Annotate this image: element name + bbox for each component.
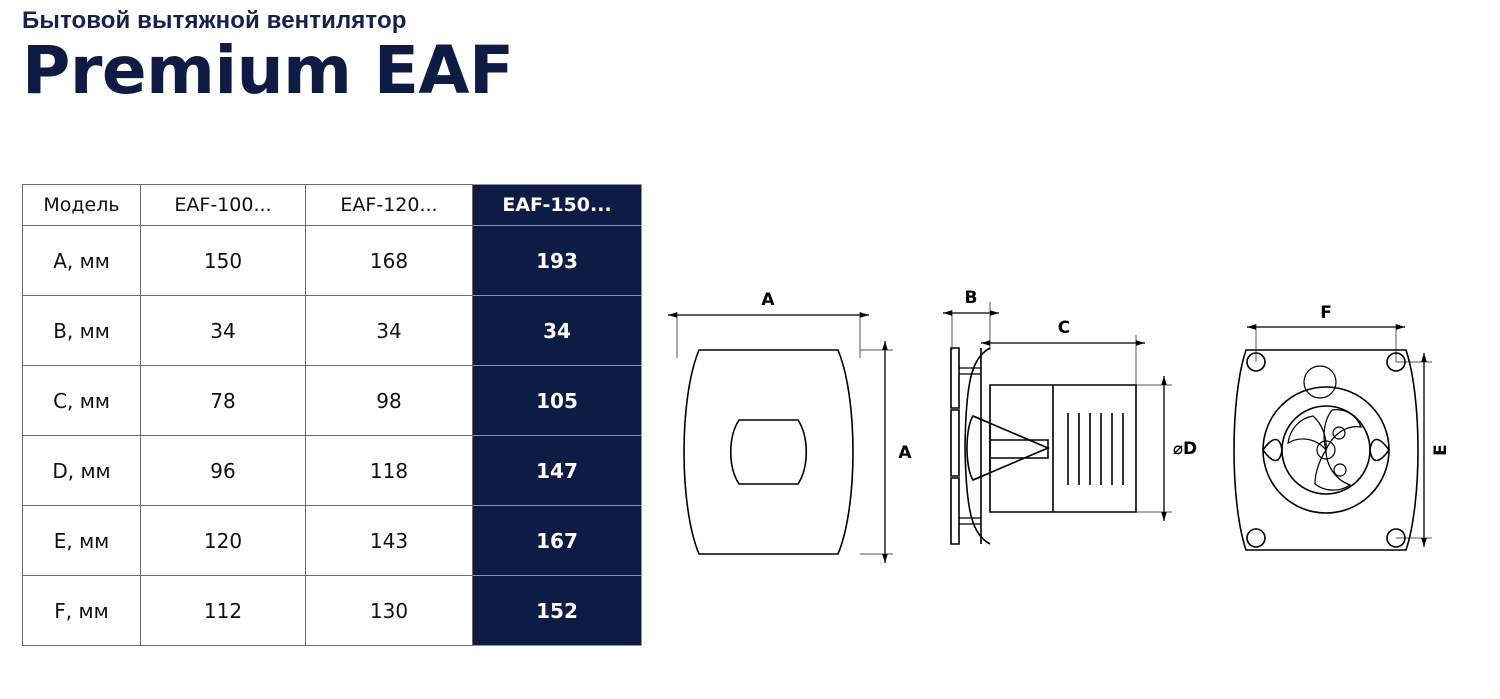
mounting-hole bbox=[1386, 352, 1406, 372]
louver-slats bbox=[1067, 413, 1124, 485]
motor-cone bbox=[966, 415, 991, 481]
table-row: A, мм 150 168 193 bbox=[22, 225, 642, 296]
cone-taper-line bbox=[972, 415, 1051, 481]
cell-a-eaf100: 150 bbox=[140, 225, 306, 296]
cell-d-eaf120: 118 bbox=[305, 435, 473, 506]
cell-a-eaf120: 168 bbox=[305, 225, 473, 296]
cell-c-eaf150: 105 bbox=[472, 365, 642, 436]
cell-c-eaf100: 78 bbox=[140, 365, 306, 436]
impeller-hub bbox=[1316, 440, 1336, 460]
housing-body bbox=[989, 384, 1137, 513]
rear-view-drawing: F E bbox=[1220, 280, 1500, 580]
mounting-hole bbox=[1246, 352, 1266, 372]
dimension-label-a-width: A bbox=[761, 290, 775, 310]
cable-entry-hole bbox=[1303, 365, 1337, 399]
cell-e-eaf120: 143 bbox=[305, 505, 473, 576]
cell-f-eaf100: 112 bbox=[140, 575, 306, 646]
product-category-subtitle: Бытовой вытяжной вентилятор bbox=[22, 7, 407, 34]
side-vent-left bbox=[1262, 438, 1283, 462]
table-row: B, мм 34 34 34 bbox=[22, 295, 642, 366]
impeller-screw-hole bbox=[1333, 463, 1347, 477]
faceplate-outline bbox=[683, 349, 854, 555]
cell-e-eaf100: 120 bbox=[140, 505, 306, 576]
cell-b-eaf150: 34 bbox=[472, 295, 642, 366]
inner-panel-outline bbox=[730, 419, 807, 485]
impeller-blades bbox=[1287, 409, 1362, 491]
dimension-label-a-height: A bbox=[898, 443, 912, 463]
impeller-screw-hole bbox=[1332, 426, 1346, 440]
dimension-b-depth: B bbox=[943, 288, 999, 316]
row-label-b: B, мм bbox=[22, 295, 141, 366]
dimension-label-f: F bbox=[1320, 303, 1332, 323]
table-row: E, мм 120 143 167 bbox=[22, 505, 642, 576]
side-view-drawing: B C ⌀D bbox=[940, 280, 1220, 580]
dimension-label-c: C bbox=[1058, 318, 1070, 338]
motor-shaft bbox=[990, 439, 1049, 459]
table-row: D, мм 96 118 147 bbox=[22, 435, 642, 506]
dimension-label-d: ⌀D bbox=[1173, 439, 1197, 459]
side-vent-right bbox=[1369, 438, 1390, 462]
cell-f-eaf120: 130 bbox=[305, 575, 473, 646]
page-header: Бытовой вытяжной вентилятор Premium EAF bbox=[22, 7, 514, 110]
dimension-d-diameter: ⌀D bbox=[1161, 376, 1197, 521]
faceplate-edge-strip bbox=[950, 347, 960, 545]
row-label-e: E, мм bbox=[22, 505, 141, 576]
technical-drawings: A A bbox=[655, 280, 1500, 590]
row-label-d: D, мм bbox=[22, 435, 141, 506]
dimension-e-height: E bbox=[1421, 353, 1451, 547]
dimension-label-e: E bbox=[1431, 444, 1451, 456]
page-title: Premium EAF bbox=[22, 32, 514, 110]
front-view-drawing: A A bbox=[655, 280, 935, 580]
cell-c-eaf120: 98 bbox=[305, 365, 473, 436]
dimension-a-width: A bbox=[668, 290, 869, 318]
mounting-hole bbox=[1386, 528, 1406, 548]
cell-d-eaf100: 96 bbox=[140, 435, 306, 506]
table-row: C, мм 78 98 105 bbox=[22, 365, 642, 436]
mounting-tabs bbox=[959, 367, 981, 525]
dimension-label-b: B bbox=[965, 288, 978, 308]
cell-d-eaf150: 147 bbox=[472, 435, 642, 506]
row-label-f: F, мм bbox=[22, 575, 141, 646]
column-header-eaf-150: EAF-150... bbox=[472, 184, 642, 226]
row-label-a: A, мм bbox=[22, 225, 141, 296]
cell-e-eaf150: 167 bbox=[472, 505, 642, 576]
cell-b-eaf100: 34 bbox=[140, 295, 306, 366]
dimension-a-height: A bbox=[882, 341, 912, 563]
mounting-hole bbox=[1246, 528, 1266, 548]
cell-f-eaf150: 152 bbox=[472, 575, 642, 646]
column-header-eaf-100: EAF-100... bbox=[140, 184, 306, 226]
dimension-f-width: F bbox=[1247, 303, 1405, 330]
dimension-c-length: C bbox=[981, 318, 1145, 346]
specifications-table: Модель EAF-100... EAF-120... EAF-150... … bbox=[22, 184, 642, 646]
backplate-outline bbox=[1233, 349, 1419, 551]
table-header-row: Модель EAF-100... EAF-120... EAF-150... bbox=[22, 184, 642, 226]
cell-b-eaf120: 34 bbox=[305, 295, 473, 366]
row-label-c: C, мм bbox=[22, 365, 141, 436]
column-header-eaf-120: EAF-120... bbox=[305, 184, 473, 226]
table-row: F, мм 112 130 152 bbox=[22, 575, 642, 646]
column-header-model: Модель bbox=[22, 184, 141, 226]
cover-profile bbox=[964, 347, 991, 545]
cell-a-eaf150: 193 bbox=[472, 225, 642, 296]
